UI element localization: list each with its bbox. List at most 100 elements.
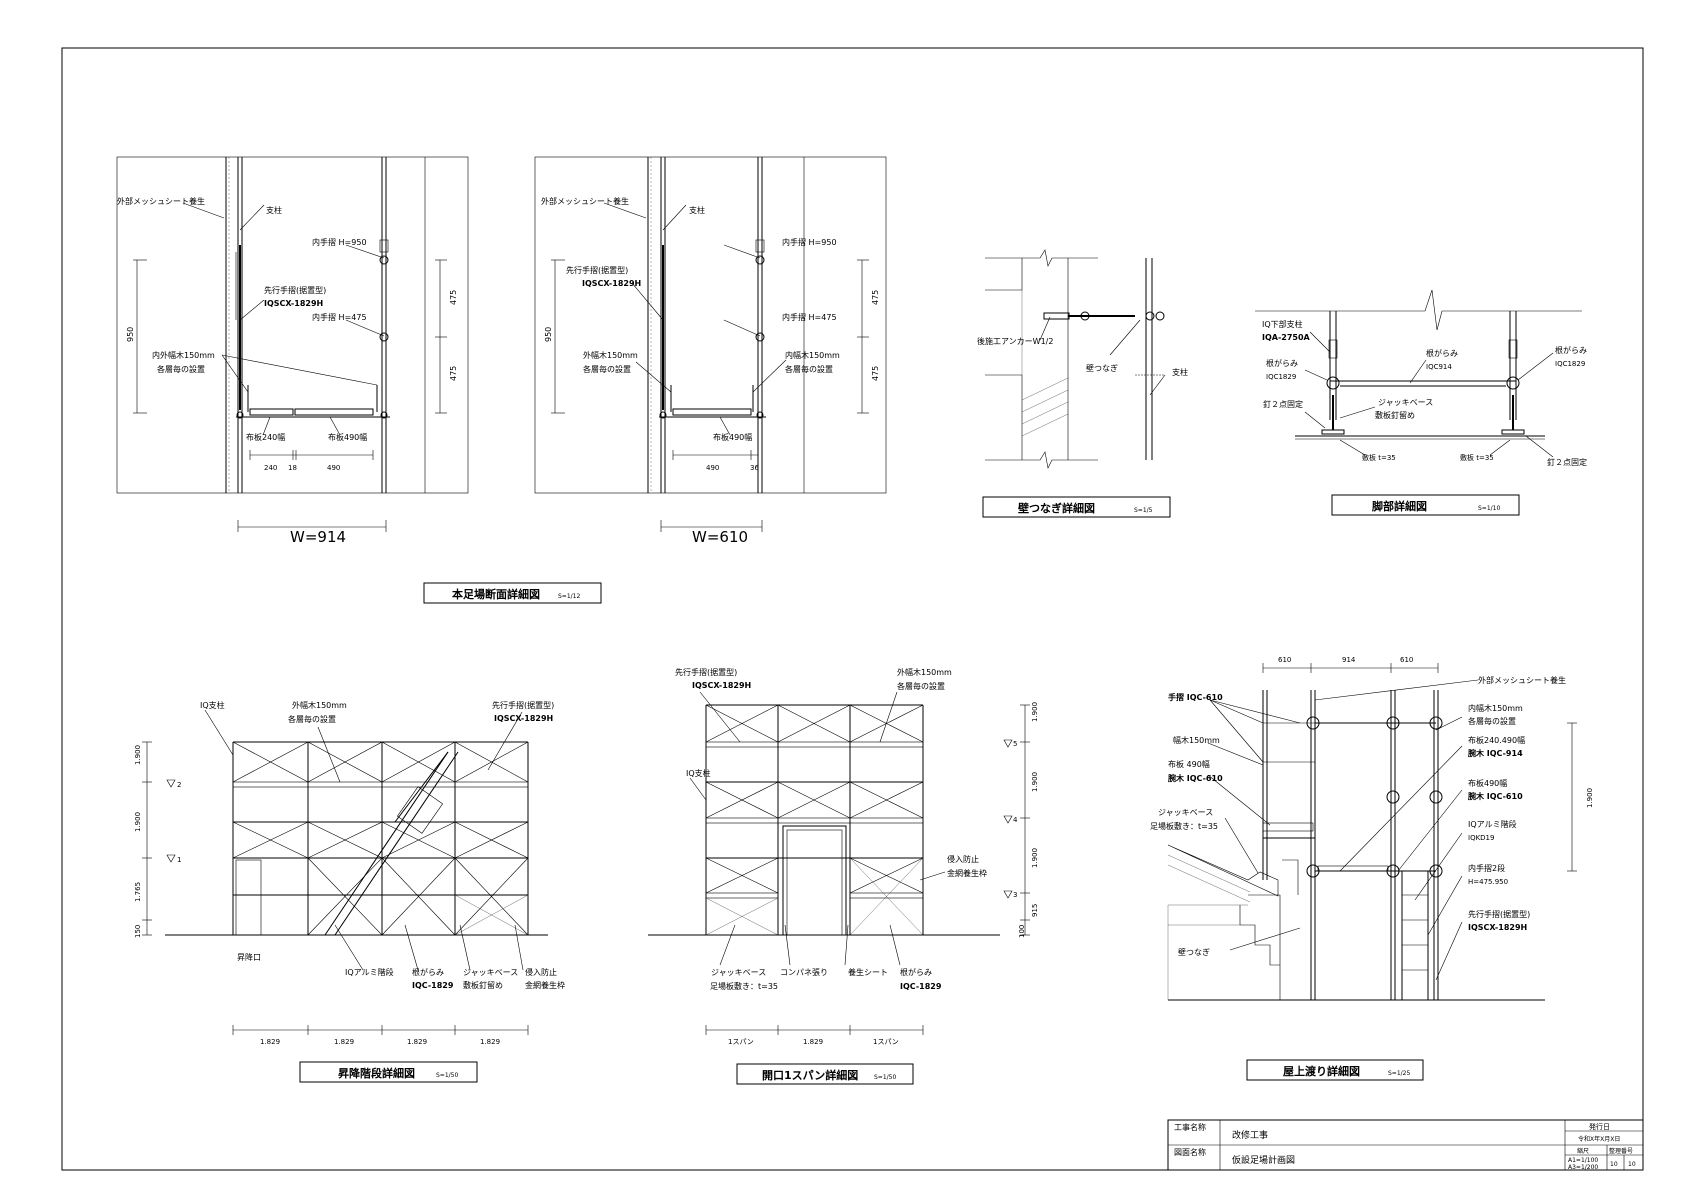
label-rail-475: 内手摺 H=475 [312,312,367,322]
caption-box [423,582,602,604]
label-lower-post-code: IQA-2750A [1262,333,1311,342]
num: 10 [1610,1161,1618,1168]
label-toe-each: 各層毎の設置 [897,681,945,691]
caption-title: 本足場断面詳細図 [452,587,540,601]
label-stair: IQアルミ階段 [1468,819,1517,829]
dim-top3: 610 [1400,656,1413,664]
label-adv-rail: 先行手摺(据置型) [264,285,326,295]
label-tie: 壁つなぎ [1086,363,1118,373]
label-toe-each: 各層毎の設置 [157,364,205,374]
dim-v4: 915 [1031,904,1039,917]
label-post: 支柱 [1172,367,1188,377]
label-jack: ジャッキベース [1378,398,1433,407]
label-adv-rail-code: IQSCX-1829H [692,681,751,690]
label-toe-outer: 外幅木150mm [583,350,638,360]
project-name: 改修工事 [1232,1129,1268,1141]
dim-h3: 1.829 [407,1038,427,1046]
label-sweep-code: IQC-1829 [412,981,454,990]
label-plank: 布板 490幅 [1168,759,1210,769]
dim-475a: 475 [871,290,880,305]
issue-label: 発行日 [1589,1122,1610,1131]
caption-title: 昇降階段詳細図 [338,1066,415,1080]
dim-475b: 475 [871,366,880,381]
label-toe-inner-each: 各層毎の設置 [785,364,833,374]
label-sweep-code: IQC-1829 [900,982,942,991]
label-nail-left: 釘２点固定 [1263,399,1303,409]
label-rail-950: 内手摺 H=950 [782,237,837,247]
label-sill-left: 敷板 t=35 [1362,453,1396,462]
label-rail-950: 内手摺 H=950 [312,237,367,247]
label-adv-rail-code: IQSCX-1829H [494,714,553,723]
label-stair: IQアルミ階段 [345,967,394,977]
width-610: W=610 [692,528,748,546]
num-label: 整理番号 [1609,1147,1633,1155]
caption-scale: S=1/50 [874,1074,896,1081]
drawing-name: 仮設足場計画図 [1232,1154,1295,1166]
label-net: 侵入防止 [525,967,557,977]
dim-950: 950 [126,327,135,342]
dim-950: 950 [544,327,553,342]
label-plank2: 布板240.490幅 [1468,735,1525,745]
label-ledger2: 腕木 IQC-914 [1467,748,1523,758]
dim-top2: 914 [1342,656,1356,664]
dim-h1: 1.829 [260,1038,280,1046]
label-toe-inner: 内幅木150mm [785,350,840,360]
caption-box [1246,1059,1424,1081]
title-block: 工事名称 改修工事 図面名称 仮設足場計画図 発行日 令和X年X月X日 縮尺 A… [1167,1119,1644,1171]
label-inner-rail-h: H=475.950 [1468,878,1508,886]
dim-h4: 1.829 [480,1038,500,1046]
level-1: 1 [177,856,181,864]
dim-18: 18 [288,464,297,472]
label-jack-note: 敷板釘留め [1375,410,1415,420]
project-label: 工事名称 [1174,1122,1206,1132]
label-adv-rail-code: IQSCX-1829H [582,279,641,288]
caption-box [982,496,1171,518]
label-toe: 幅木150mm [1173,735,1220,745]
opening-detail: 先行手摺(据置型) IQSCX-1829H 外幅木150mm 各層毎の設置 IQ… [648,667,1039,1085]
label-sweep: 根がらみ [900,967,932,977]
label-toe-outer-each: 各層毎の設置 [583,364,631,374]
dim-v2: 1.900 [1031,772,1039,792]
section-detail: 外部メッシュシート養生 支柱 内手摺 H=950 先行手摺(据置型) IQSCX… [116,156,887,604]
dim-v1: 1.900 [134,745,142,765]
label-sweep-right-code: IQC1829 [1555,360,1585,368]
label-anchor: 後施工アンカーW1/2 [977,336,1053,346]
label-toe-inner: 内幅木150mm [1468,703,1523,713]
label-adv-rail: 先行手摺(据置型) [492,700,554,710]
label-adv-rail: 先行手摺(据置型) [566,265,628,275]
wall-tie-detail: 後施工アンカーW1/2 壁つなぎ 支柱 壁つなぎ詳細図 S=1/5 [977,249,1188,518]
dim-36: 36 [750,464,759,472]
label-mesh: 外部メッシュシート養生 [1478,675,1566,685]
dim-h3: 1スパン [873,1038,899,1046]
label-jack-note: 足場板敷き：t=35 [710,981,778,991]
drawing-label: 図面名称 [1174,1147,1206,1157]
caption-box [299,1061,478,1083]
label-plank-490: 布板490幅 [713,432,752,442]
label-net: 侵入防止 [947,854,979,864]
label-ledger3: 腕木 IQC-610 [1467,791,1523,801]
label-sweep-left-code: IQC1829 [1266,373,1296,381]
label-plank-490: 布板490幅 [328,432,367,442]
caption-scale: S=1/5 [1134,507,1153,514]
label-sweep-mid-code: IQC914 [1426,363,1452,371]
dim-v4: 150 [134,925,142,938]
dim-475b: 475 [449,366,458,381]
dim-v2: 1.900 [134,812,142,832]
label-inner-rail: 内手摺2段 [1468,863,1505,873]
dim-h1: 1スパン [728,1038,754,1046]
label-adv-rail-code: IQSCX-1829H [1468,923,1527,932]
label-toe: 外幅木150mm [292,700,347,710]
label-plank3: 布板490幅 [1468,778,1507,788]
caption-title: 脚部詳細図 [1372,499,1427,513]
level-2: 2 [177,781,181,789]
dim-h2: 1.829 [803,1038,823,1046]
label-jack: ジャッキベース [1158,808,1213,817]
label-adv-rail: 先行手摺(据置型) [675,667,737,677]
sheet-frame [61,47,1644,1171]
label-post: IQ支柱 [200,700,225,710]
dim-v5: 100 [1018,925,1026,938]
num-total: 10 [1628,1161,1636,1168]
level-5: 5 [1013,740,1017,748]
dim-top1: 610 [1278,656,1291,664]
label-rail: 手摺 IQC-610 [1168,692,1223,702]
